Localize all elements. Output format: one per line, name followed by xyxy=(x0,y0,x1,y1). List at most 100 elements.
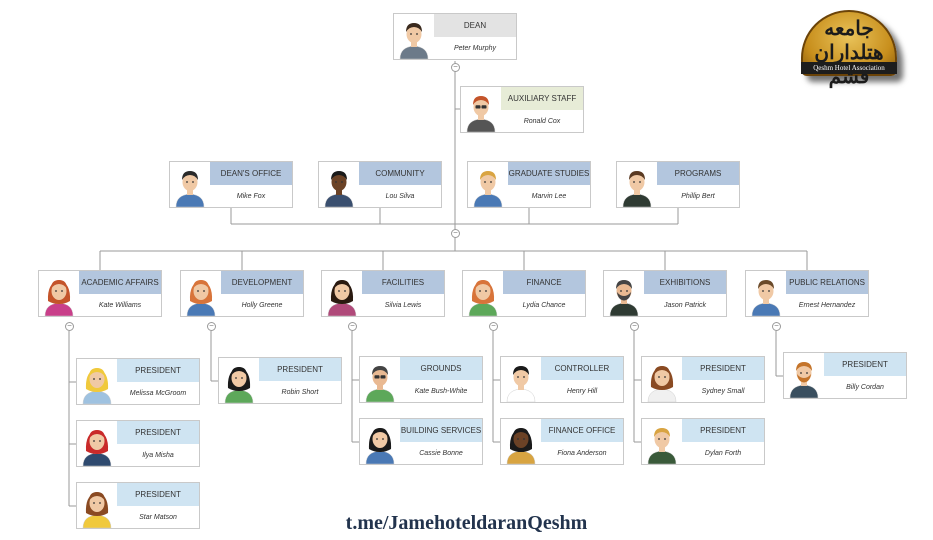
person-avatar-icon xyxy=(322,271,362,316)
collapse-toggle-academic-affairs[interactable]: − xyxy=(65,322,74,331)
person-avatar-icon xyxy=(617,162,657,207)
org-card-aa-president-1[interactable]: PRESIDENT Melissa McGroom xyxy=(76,358,200,405)
card-title: FINANCE xyxy=(503,271,585,294)
card-title: PRESIDENT xyxy=(117,421,199,444)
card-title: PUBLIC RELATIONS xyxy=(786,271,868,294)
card-person-name: Sydney Small xyxy=(701,388,745,395)
card-person-name: Ilya Misha xyxy=(142,452,174,459)
card-person-name: Star Matson xyxy=(139,514,177,521)
person-avatar-icon xyxy=(181,271,221,316)
card-title: PRESIDENT xyxy=(259,358,341,381)
person-avatar-icon xyxy=(319,162,359,207)
card-title: FINANCE OFFICE xyxy=(541,419,623,442)
person-avatar-icon xyxy=(784,353,824,398)
org-card-controller[interactable]: CONTROLLER Henry Hill xyxy=(500,356,624,403)
person-avatar-icon xyxy=(77,421,117,466)
org-card-auxiliary-staff[interactable]: AUXILIARY STAFF Ronald Cox xyxy=(460,86,584,133)
card-person-name: Robin Short xyxy=(281,389,319,396)
org-card-finance[interactable]: FINANCE Lydia Chance xyxy=(462,270,586,317)
org-card-community[interactable]: COMMUNITY Lou Silva xyxy=(318,161,442,208)
card-title: ACADEMIC AFFAIRS xyxy=(79,271,161,294)
person-avatar-icon xyxy=(77,359,117,404)
card-person-name: Kate Bush-White xyxy=(414,388,468,395)
org-card-dean[interactable]: DEAN Peter Murphy xyxy=(393,13,517,60)
card-title: GROUNDS xyxy=(400,357,482,380)
card-person-name: Ronald Cox xyxy=(523,118,561,125)
card-title: PRESIDENT xyxy=(682,419,764,442)
org-card-deans-office[interactable]: DEAN'S OFFICE Mike Fox xyxy=(169,161,293,208)
person-avatar-icon xyxy=(77,483,117,528)
card-title: DEAN'S OFFICE xyxy=(210,162,292,185)
collapse-toggle-exhibitions[interactable]: − xyxy=(630,322,639,331)
org-card-aa-president-2[interactable]: PRESIDENT Ilya Misha xyxy=(76,420,200,467)
org-card-pr-president[interactable]: PRESIDENT Billy Cordan xyxy=(783,352,907,399)
card-person-name: Billy Cordan xyxy=(846,384,884,391)
card-person-name: Lydia Chance xyxy=(522,302,566,309)
card-person-name: Ernest Hernandez xyxy=(798,302,856,309)
logo-script-text: جامعه هتلداران قشم xyxy=(814,16,884,88)
org-card-development[interactable]: DEVELOPMENT Holly Greene xyxy=(180,270,304,317)
org-card-aa-president-3[interactable]: PRESIDENT Star Matson xyxy=(76,482,200,529)
person-avatar-icon xyxy=(39,271,79,316)
card-title: PRESIDENT xyxy=(117,483,199,506)
card-title: DEAN xyxy=(434,14,516,37)
card-title: PROGRAMS xyxy=(657,162,739,185)
card-person-name: Fiona Anderson xyxy=(557,450,607,457)
card-title: FACILITIES xyxy=(362,271,444,294)
card-title: PRESIDENT xyxy=(824,353,906,376)
logo-band-text: Qeshm Hotel Association xyxy=(801,62,897,74)
person-avatar-icon xyxy=(746,271,786,316)
org-card-academic-affairs[interactable]: ACADEMIC AFFAIRS Kate Williams xyxy=(38,270,162,317)
org-card-public-relations[interactable]: PUBLIC RELATIONS Ernest Hernandez xyxy=(745,270,869,317)
card-person-name: Peter Murphy xyxy=(453,45,497,52)
collapse-toggle-facilities[interactable]: − xyxy=(348,322,357,331)
card-person-name: Silvia Lewis xyxy=(384,302,422,309)
person-avatar-icon xyxy=(642,419,682,464)
association-logo: جامعه هتلداران قشم Qeshm Hotel Associati… xyxy=(797,6,919,88)
org-card-facilities[interactable]: FACILITIES Silvia Lewis xyxy=(321,270,445,317)
card-person-name: Kate Williams xyxy=(98,302,142,309)
card-person-name: Holly Greene xyxy=(241,302,283,309)
person-avatar-icon xyxy=(360,419,400,464)
card-person-name: Mike Fox xyxy=(236,193,266,200)
collapse-toggle-level1[interactable]: − xyxy=(451,229,460,238)
org-card-ex-president-1[interactable]: PRESIDENT Sydney Small xyxy=(641,356,765,403)
card-title: PRESIDENT xyxy=(117,359,199,382)
collapse-toggle-finance[interactable]: − xyxy=(489,322,498,331)
card-title: CONTROLLER xyxy=(541,357,623,380)
card-title: BUILDING SERVICES xyxy=(400,419,482,442)
person-avatar-icon xyxy=(501,419,541,464)
org-card-dev-president[interactable]: PRESIDENT Robin Short xyxy=(218,357,342,404)
telegram-link[interactable]: t.me/JamehoteldaranQeshm xyxy=(345,512,588,534)
card-person-name: Jason Patrick xyxy=(663,302,707,309)
person-avatar-icon xyxy=(642,357,682,402)
card-person-name: Henry Hill xyxy=(566,388,598,395)
collapse-toggle-dean[interactable]: − xyxy=(451,63,460,72)
person-avatar-icon xyxy=(461,87,501,132)
card-title: DEVELOPMENT xyxy=(221,271,303,294)
card-person-name: Melissa McGroom xyxy=(129,390,187,397)
person-avatar-icon xyxy=(360,357,400,402)
collapse-toggle-public-relations[interactable]: − xyxy=(772,322,781,331)
card-person-name: Marvin Lee xyxy=(531,193,567,200)
card-title: PRESIDENT xyxy=(682,357,764,380)
collapse-toggle-development[interactable]: − xyxy=(207,322,216,331)
org-card-finance-office[interactable]: FINANCE OFFICE Fiona Anderson xyxy=(500,418,624,465)
person-avatar-icon xyxy=(170,162,210,207)
person-avatar-icon xyxy=(463,271,503,316)
person-avatar-icon xyxy=(394,14,434,59)
card-title: GRADUATE STUDIES xyxy=(508,162,590,185)
person-avatar-icon xyxy=(604,271,644,316)
card-title: AUXILIARY STAFF xyxy=(501,87,583,110)
org-card-grounds[interactable]: GROUNDS Kate Bush-White xyxy=(359,356,483,403)
card-title: COMMUNITY xyxy=(359,162,441,185)
card-person-name: Phillip Bert xyxy=(681,193,715,200)
org-card-graduate-studies[interactable]: GRADUATE STUDIES Marvin Lee xyxy=(467,161,591,208)
card-person-name: Lou Silva xyxy=(385,193,415,200)
person-avatar-icon xyxy=(468,162,508,207)
org-card-programs[interactable]: PROGRAMS Phillip Bert xyxy=(616,161,740,208)
